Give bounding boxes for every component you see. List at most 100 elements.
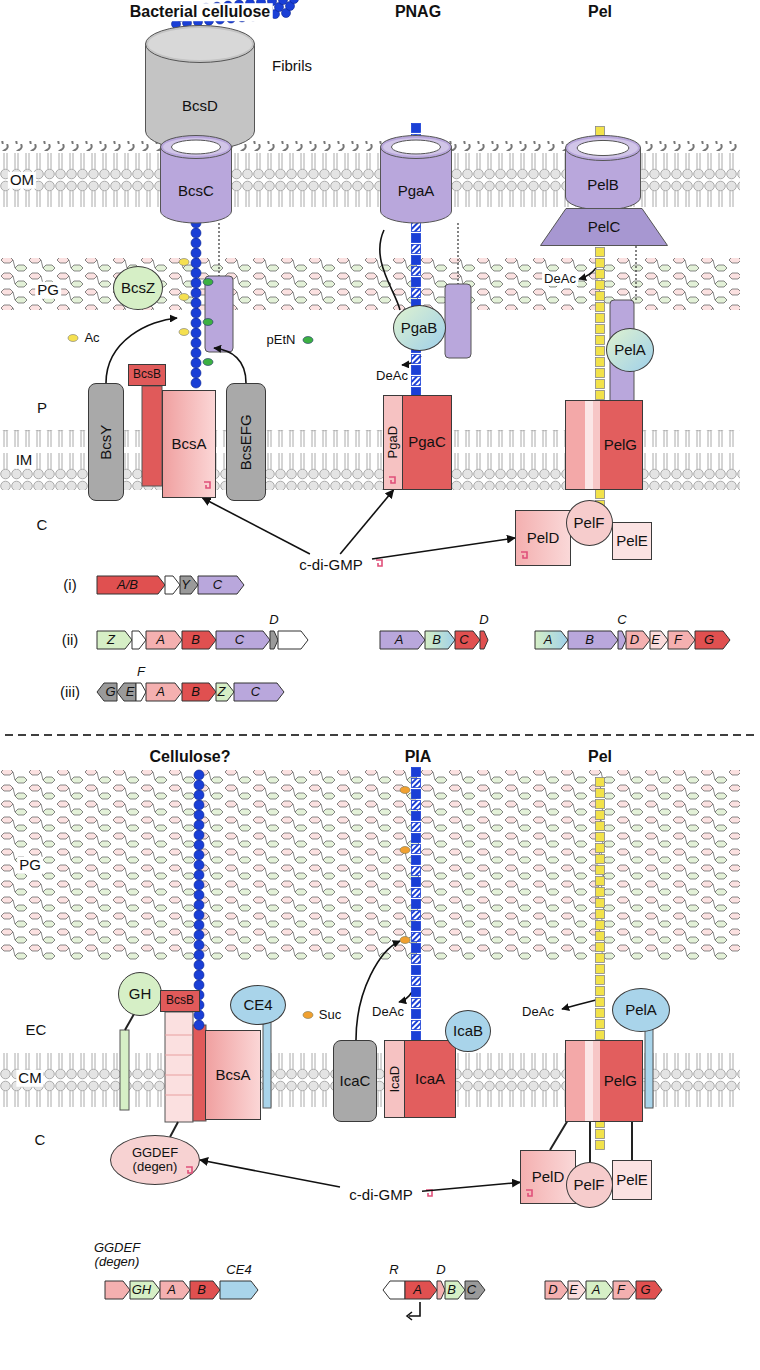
pel-unit: [596, 358, 605, 367]
label: Ac: [82, 331, 101, 345]
label: IM: [14, 452, 35, 469]
pel-unit: [596, 877, 605, 886]
pel-unit: [596, 866, 605, 875]
gene-letter: F: [135, 665, 147, 679]
glucose-bead: [191, 238, 201, 248]
tm-box: [165, 1012, 193, 1122]
pel-unit: [596, 303, 605, 312]
pel-unit: [596, 259, 605, 268]
glucose-bead: [194, 960, 204, 970]
protein-name: BcsD: [182, 98, 218, 115]
glucose-bead: [194, 830, 204, 840]
glucose-bead: [191, 338, 201, 348]
gene-letter: F: [617, 1283, 625, 1297]
glucose-bead: [191, 248, 201, 258]
gene-letter: B: [432, 633, 441, 647]
gene-arrow: [97, 683, 117, 701]
protein-name: BcsC: [178, 183, 214, 200]
protein-name: c-di-GMP: [349, 1187, 412, 1204]
cdg-symbol: [186, 1167, 192, 1173]
cdg-icon: [525, 1189, 535, 1199]
gene-arrow: [405, 1281, 437, 1299]
acetyl-group: [179, 259, 189, 266]
gene-arrow: [216, 631, 270, 649]
gene-letter: B: [191, 633, 200, 647]
glcnac-unit: [412, 988, 421, 997]
glcnac-unit: [412, 234, 421, 243]
petn-group: [203, 279, 213, 286]
protein-domain: PgaB: [393, 305, 446, 351]
gene-arrow: [136, 683, 146, 701]
label: DeAc: [370, 1005, 406, 1019]
protein-name: PelF: [574, 1177, 605, 1194]
protein-name: PelG: [604, 437, 637, 454]
glucose-bead: [194, 880, 204, 890]
protein-box: PelD: [515, 510, 571, 566]
pel-unit: [596, 778, 605, 787]
barrel-top: [161, 136, 232, 159]
gene-arrow: [568, 631, 618, 649]
cdg-symbol: [204, 482, 210, 488]
glcnac-unit: [412, 966, 421, 975]
glucose-bead: [194, 860, 204, 870]
gene-letter: Z: [218, 685, 226, 699]
gene-letter: F: [674, 633, 682, 647]
gene-arrow: [636, 1281, 662, 1299]
protein-name: PelF: [574, 515, 605, 532]
barrel-pore: [172, 140, 221, 154]
succinyl-group: [400, 937, 410, 944]
succinyl-group: [400, 787, 410, 794]
pel-unit: [596, 998, 605, 1007]
protein-box: BcsY: [88, 383, 124, 501]
artwork: [68, 0, 730, 1299]
gene-letter: G: [105, 685, 115, 699]
gene-letter: A: [395, 633, 404, 647]
shape-outline: [145, 25, 255, 150]
barrel-top: [566, 136, 641, 161]
glcnac-unit: [412, 1010, 421, 1019]
trapezoid: [541, 209, 668, 246]
label: PG: [35, 282, 61, 299]
barrel-rim: [383, 138, 449, 156]
acetyl-group: [179, 329, 189, 336]
pel-unit: [596, 833, 605, 842]
glcnac-unit: [412, 900, 421, 909]
pel-unit: [596, 281, 605, 290]
gene-letter: B: [585, 633, 594, 647]
gh-anchor: [120, 1030, 129, 1110]
cdg-symbol: [526, 1190, 532, 1196]
barrel-protein: BcsC: [160, 135, 232, 223]
glcnac-unit: [412, 922, 421, 931]
cdg-icon: [388, 476, 398, 486]
protein-name: BcsB: [166, 994, 194, 1007]
gene-arrow: [626, 631, 650, 649]
gene-letter: G: [640, 1283, 650, 1297]
gene-arrow: [105, 1281, 130, 1299]
glcnac-unit: [412, 856, 421, 865]
pel-unit: [596, 987, 605, 996]
gene-letter: CE4: [224, 1263, 253, 1277]
glcnac-unit: [412, 999, 421, 1008]
gene-letter: E: [569, 1283, 578, 1297]
glucose-bead: [191, 278, 201, 288]
petn-group: [203, 319, 213, 326]
protein-box: IcaC: [333, 1040, 377, 1122]
protein-domain: PelA: [606, 328, 654, 372]
glucose-bead: [194, 890, 204, 900]
pel-unit: [596, 127, 605, 136]
gene-arrow: [586, 1281, 613, 1299]
deac-arrow: [562, 1000, 596, 1009]
glucose-bead: [191, 258, 201, 268]
protein-name: BcsEFG: [238, 414, 255, 470]
glcnac-unit: [412, 779, 421, 788]
protein-name: PelD: [532, 1169, 565, 1186]
protein-box: BcsB: [160, 990, 200, 1012]
protein-box: PelC: [540, 208, 668, 246]
panel-title: Pel: [586, 3, 614, 21]
gene-arrow: [545, 1281, 568, 1299]
protein-name: PgaC: [408, 434, 446, 451]
glcnac-unit: [412, 944, 421, 953]
deac-arrow: [579, 268, 596, 279]
glcnac-unit: [412, 355, 421, 364]
gene-letter: A: [167, 1283, 176, 1297]
